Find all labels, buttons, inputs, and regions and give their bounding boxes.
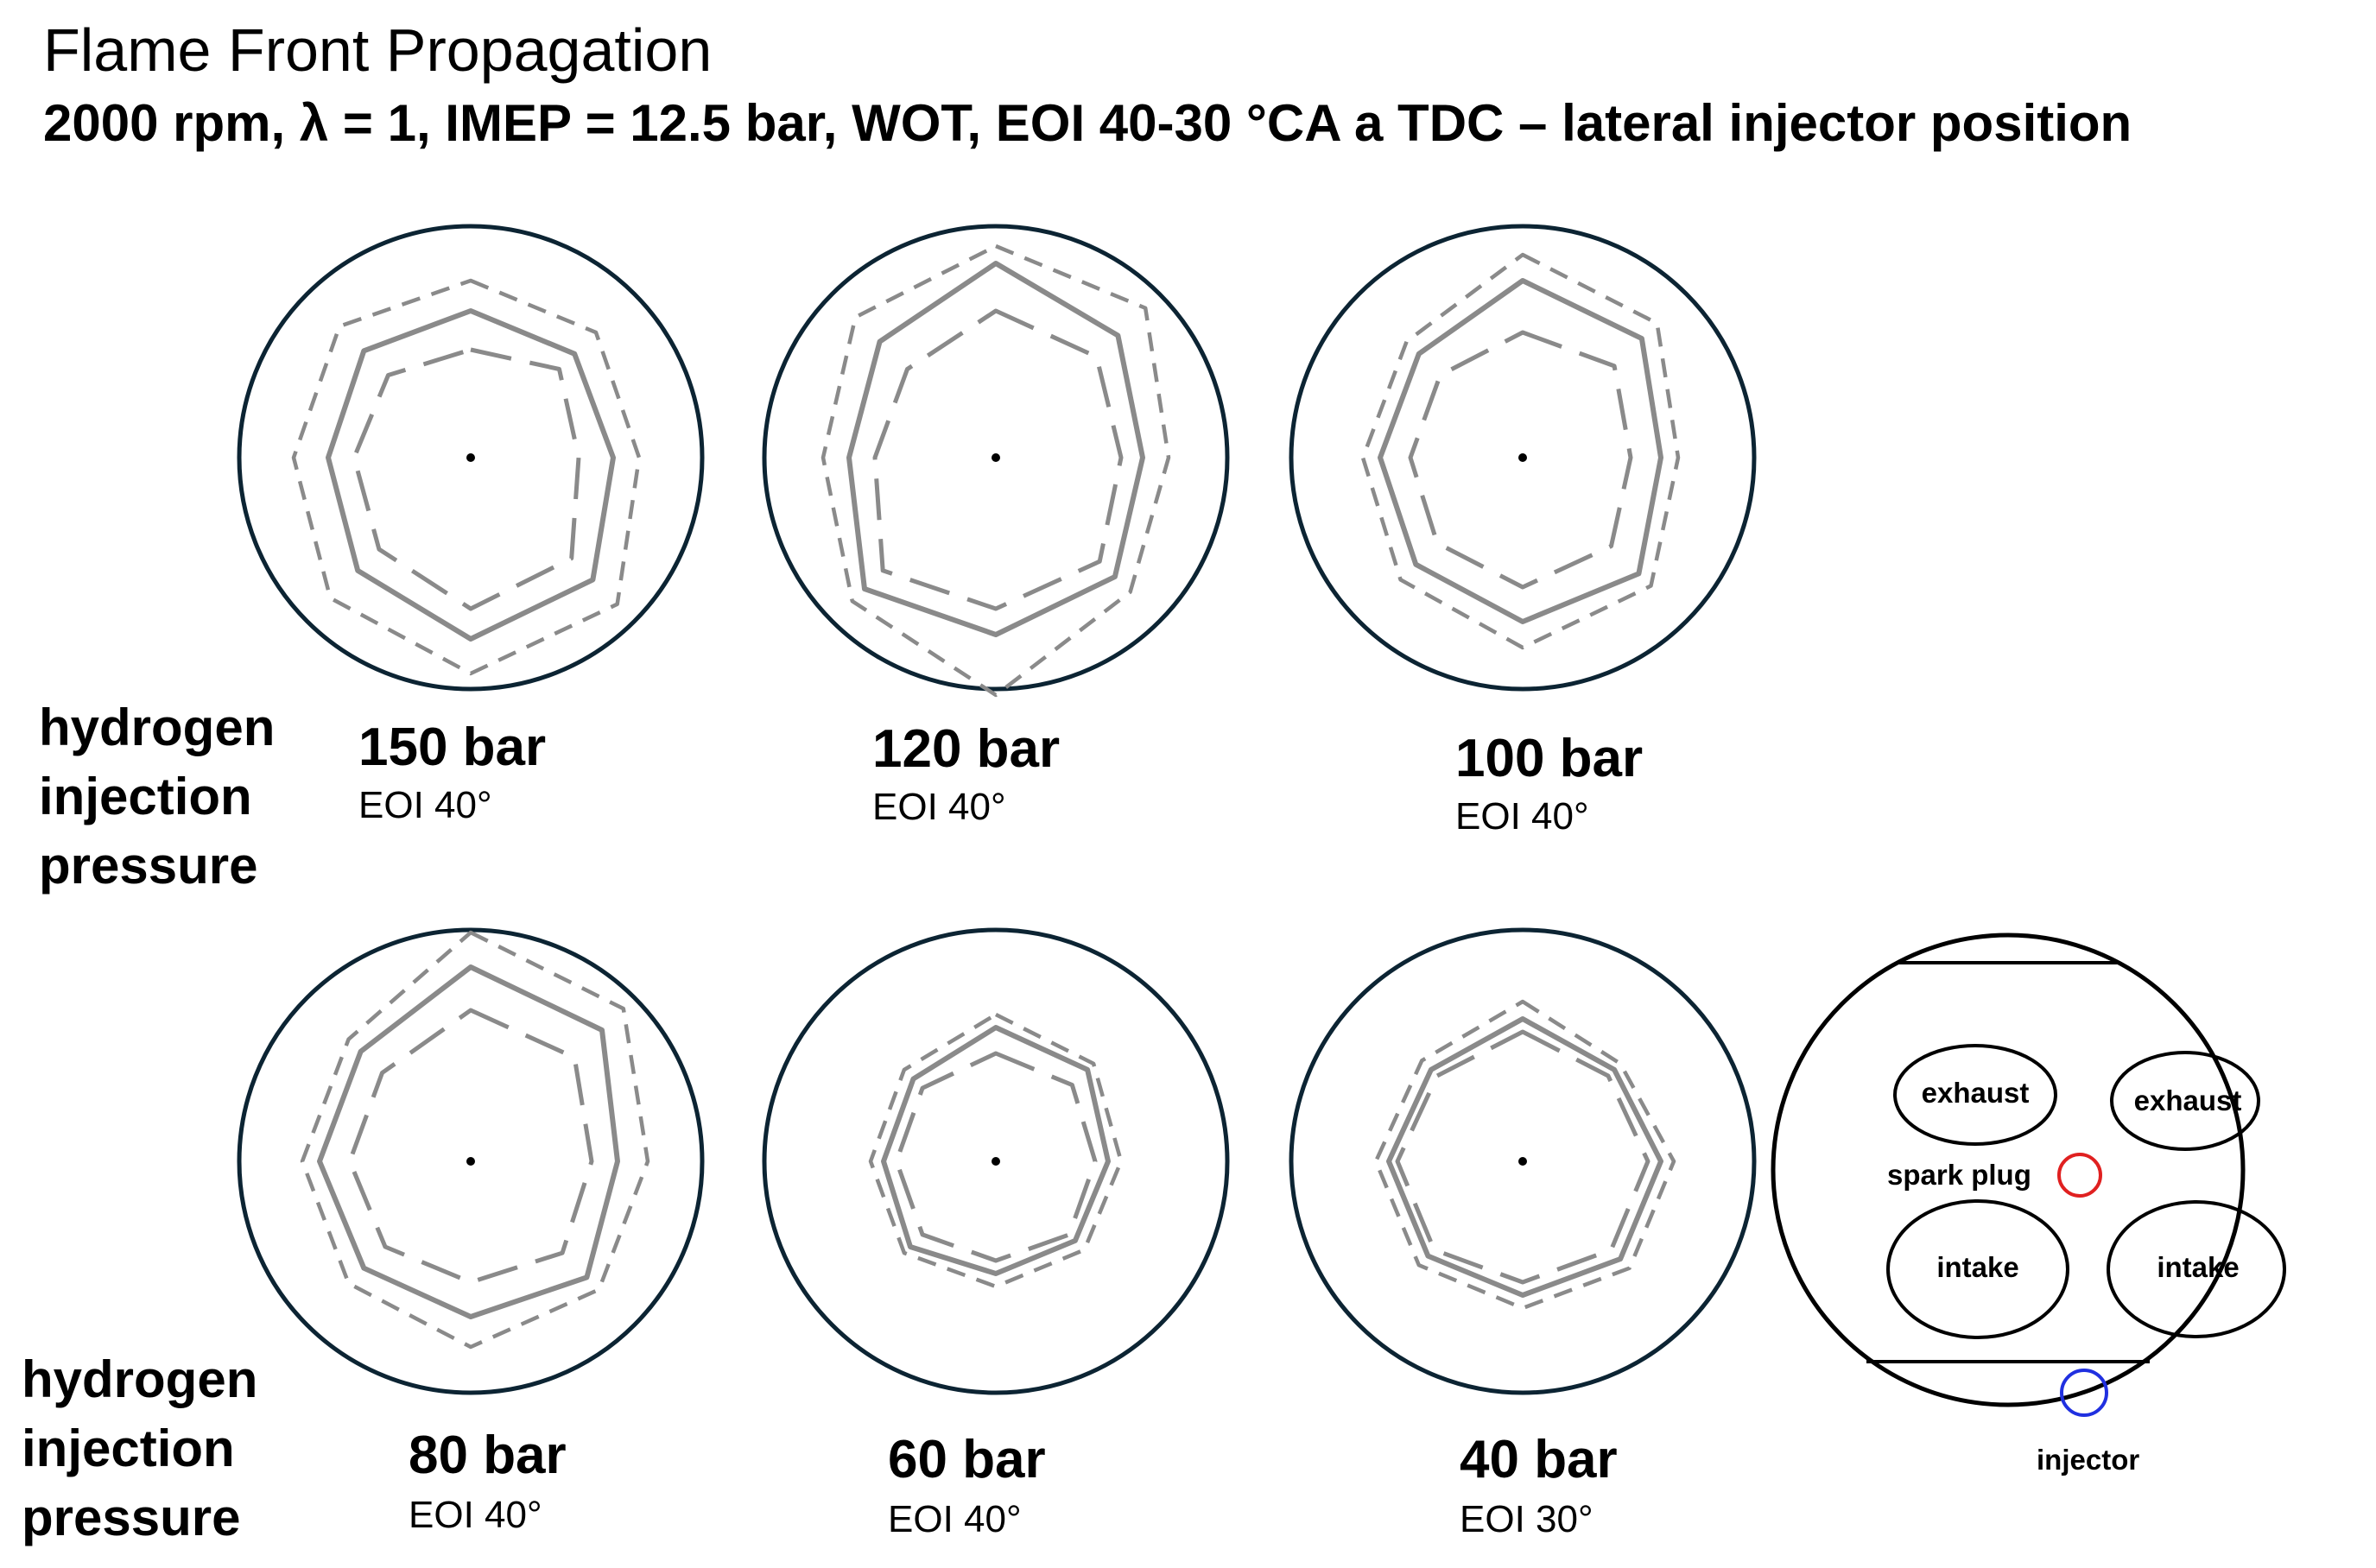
row-label-line: hydrogen xyxy=(22,1350,258,1408)
exhaust-valve-right xyxy=(2110,1051,2260,1151)
intake-valve-right xyxy=(2107,1200,2286,1338)
flame-panel xyxy=(237,927,705,1395)
row-label-top: hydrogen injection pressure xyxy=(39,693,275,901)
panel-eoi-label: EOI 40° xyxy=(358,784,492,826)
flame-front-short-dash xyxy=(821,243,1171,698)
flame-front-solid xyxy=(846,261,1145,637)
injector-marker xyxy=(2060,1369,2108,1417)
flame-front-long-dash xyxy=(872,308,1124,611)
flame-front-short-dash xyxy=(300,930,650,1350)
flame-front-long-dash xyxy=(1408,330,1633,590)
flame-panel xyxy=(1289,927,1757,1395)
flame-front-solid xyxy=(326,308,616,642)
panel-pressure-label: 40 bar xyxy=(1460,1430,1618,1489)
flame-panel xyxy=(762,927,1230,1395)
panel-pressure-label: 100 bar xyxy=(1455,729,1644,788)
panel-eoi-label: EOI 40° xyxy=(409,1494,542,1536)
flame-front-solid xyxy=(1378,278,1663,624)
ignition-point xyxy=(1518,1157,1527,1166)
flame-front-long-dash xyxy=(1395,1029,1651,1285)
flame-front-long-dash xyxy=(347,1008,594,1285)
page-title: Flame Front Propagation xyxy=(43,16,713,84)
flame-front-solid xyxy=(881,1025,1111,1276)
panel-eoi-label: EOI 40° xyxy=(1455,795,1589,838)
panel-pressure-label: 80 bar xyxy=(409,1426,567,1485)
chamber-outline xyxy=(1771,933,2246,1407)
row-label-line: pressure xyxy=(22,1489,241,1546)
flame-front-solid xyxy=(1386,1016,1663,1298)
ignition-point xyxy=(992,453,1000,462)
exhaust-label: exhaust xyxy=(2133,1084,2242,1117)
flame-panel xyxy=(762,224,1230,698)
row-label-bottom: hydrogen injection pressure xyxy=(22,1345,257,1552)
exhaust-label: exhaust xyxy=(1921,1077,2030,1110)
spark-plug-marker xyxy=(2057,1153,2102,1198)
row-label-line: pressure xyxy=(39,837,258,895)
ignition-point xyxy=(466,1157,475,1166)
cylinder-bore-circle xyxy=(762,927,1230,1395)
panel-pressure-label: 150 bar xyxy=(358,718,547,777)
intake-label: intake xyxy=(1936,1251,2019,1284)
row-label-line: injection xyxy=(22,1419,235,1477)
panel-pressure-label: 120 bar xyxy=(872,719,1061,779)
flame-front-long-dash xyxy=(352,347,581,611)
panel-pressure-label: 60 bar xyxy=(888,1430,1046,1489)
flame-front-short-dash xyxy=(868,1012,1124,1289)
cylinder-bore-circle xyxy=(1289,927,1757,1395)
spark-plug-label: spark plug xyxy=(1887,1159,2031,1191)
ignition-point xyxy=(466,453,475,462)
exhaust-valve-left xyxy=(1893,1044,2057,1146)
chamber-reference-diagram xyxy=(1771,933,2286,1417)
cylinder-bore-circle xyxy=(762,224,1230,692)
panel-eoi-label: EOI 40° xyxy=(888,1498,1022,1540)
flame-panel xyxy=(1289,224,1757,692)
flame-panel xyxy=(237,224,705,692)
flame-front-long-dash xyxy=(894,1051,1098,1263)
row-label-line: hydrogen xyxy=(39,699,276,756)
row-label-line: injection xyxy=(39,768,252,825)
panel-eoi-label: EOI 30° xyxy=(1460,1498,1594,1540)
ignition-point xyxy=(1518,453,1527,462)
panels-layer xyxy=(237,224,1757,1395)
intake-valve-left xyxy=(1886,1199,2069,1339)
cylinder-bore-circle xyxy=(237,927,705,1395)
panel-eoi-label: EOI 40° xyxy=(872,786,1006,828)
injector-label: injector xyxy=(2037,1444,2140,1476)
flame-front-short-dash xyxy=(291,278,642,676)
intake-label: intake xyxy=(2157,1251,2240,1284)
flame-front-short-dash xyxy=(1373,999,1676,1311)
cylinder-bore-circle xyxy=(1289,224,1757,692)
ignition-point xyxy=(992,1157,1000,1166)
page-subtitle: 2000 rpm, λ = 1, IMEP = 12.5 bar, WOT, E… xyxy=(43,94,2132,152)
flame-front-short-dash xyxy=(1360,252,1681,650)
flame-front-solid xyxy=(317,964,620,1319)
cylinder-bore-circle xyxy=(237,224,705,692)
